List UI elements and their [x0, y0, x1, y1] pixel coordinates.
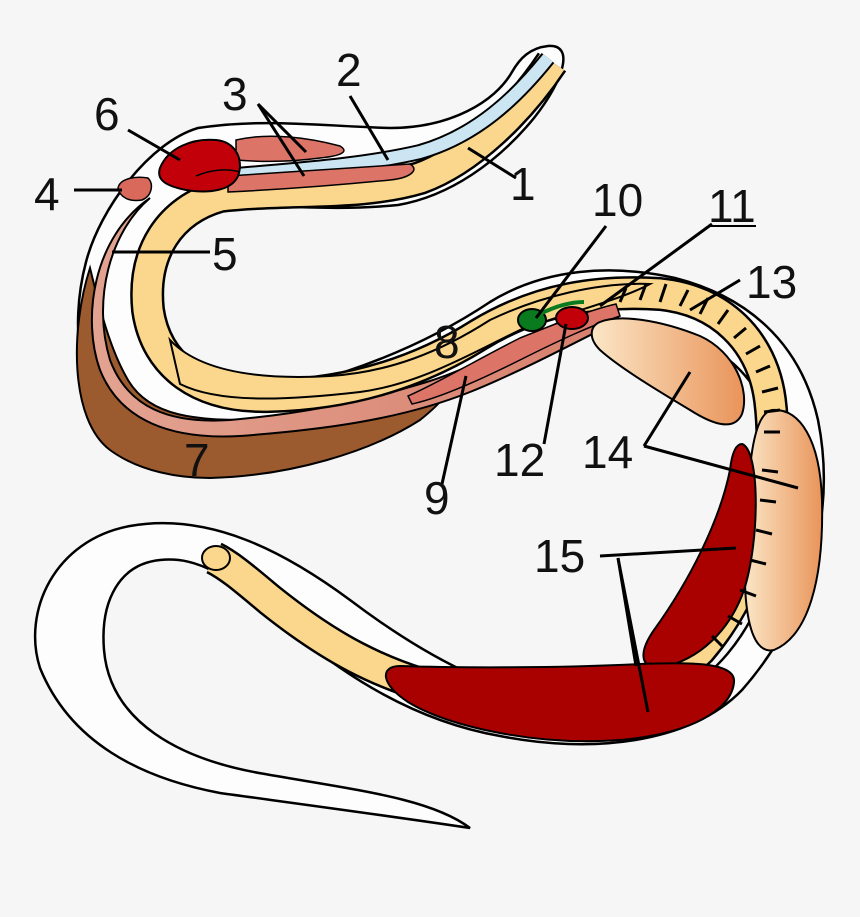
label-12: 12: [494, 434, 545, 486]
label-5: 5: [212, 228, 238, 280]
label-8: 8: [434, 316, 460, 368]
esophagus: [235, 135, 345, 163]
label-4: 4: [34, 168, 60, 220]
label-6: 6: [94, 88, 120, 140]
fat-body-upper: [642, 442, 757, 670]
fat-body-lower: [384, 662, 736, 743]
heart-organ: [158, 138, 241, 193]
lung-ribs: [618, 283, 781, 648]
label-15: 15: [534, 530, 585, 582]
leader-lines: [74, 95, 799, 713]
label-10: 10: [592, 174, 643, 226]
thyroid-organ: [117, 176, 153, 202]
bile-duct: [539, 300, 585, 316]
label-1: 1: [510, 158, 536, 210]
label-7: 7: [184, 434, 210, 486]
cloaca: [201, 545, 231, 571]
pancreas-organ: [555, 306, 589, 330]
label-3: 3: [222, 68, 248, 120]
kidney-upper: [590, 317, 746, 426]
labels: 1 2 3 4 5 6 7 8 9 10 11 13 12 14 15: [34, 44, 797, 582]
label-2: 2: [336, 44, 362, 96]
label-9: 9: [424, 472, 450, 524]
label-13: 13: [746, 256, 797, 308]
label-11: 11: [708, 180, 756, 232]
label-14: 14: [582, 426, 633, 478]
